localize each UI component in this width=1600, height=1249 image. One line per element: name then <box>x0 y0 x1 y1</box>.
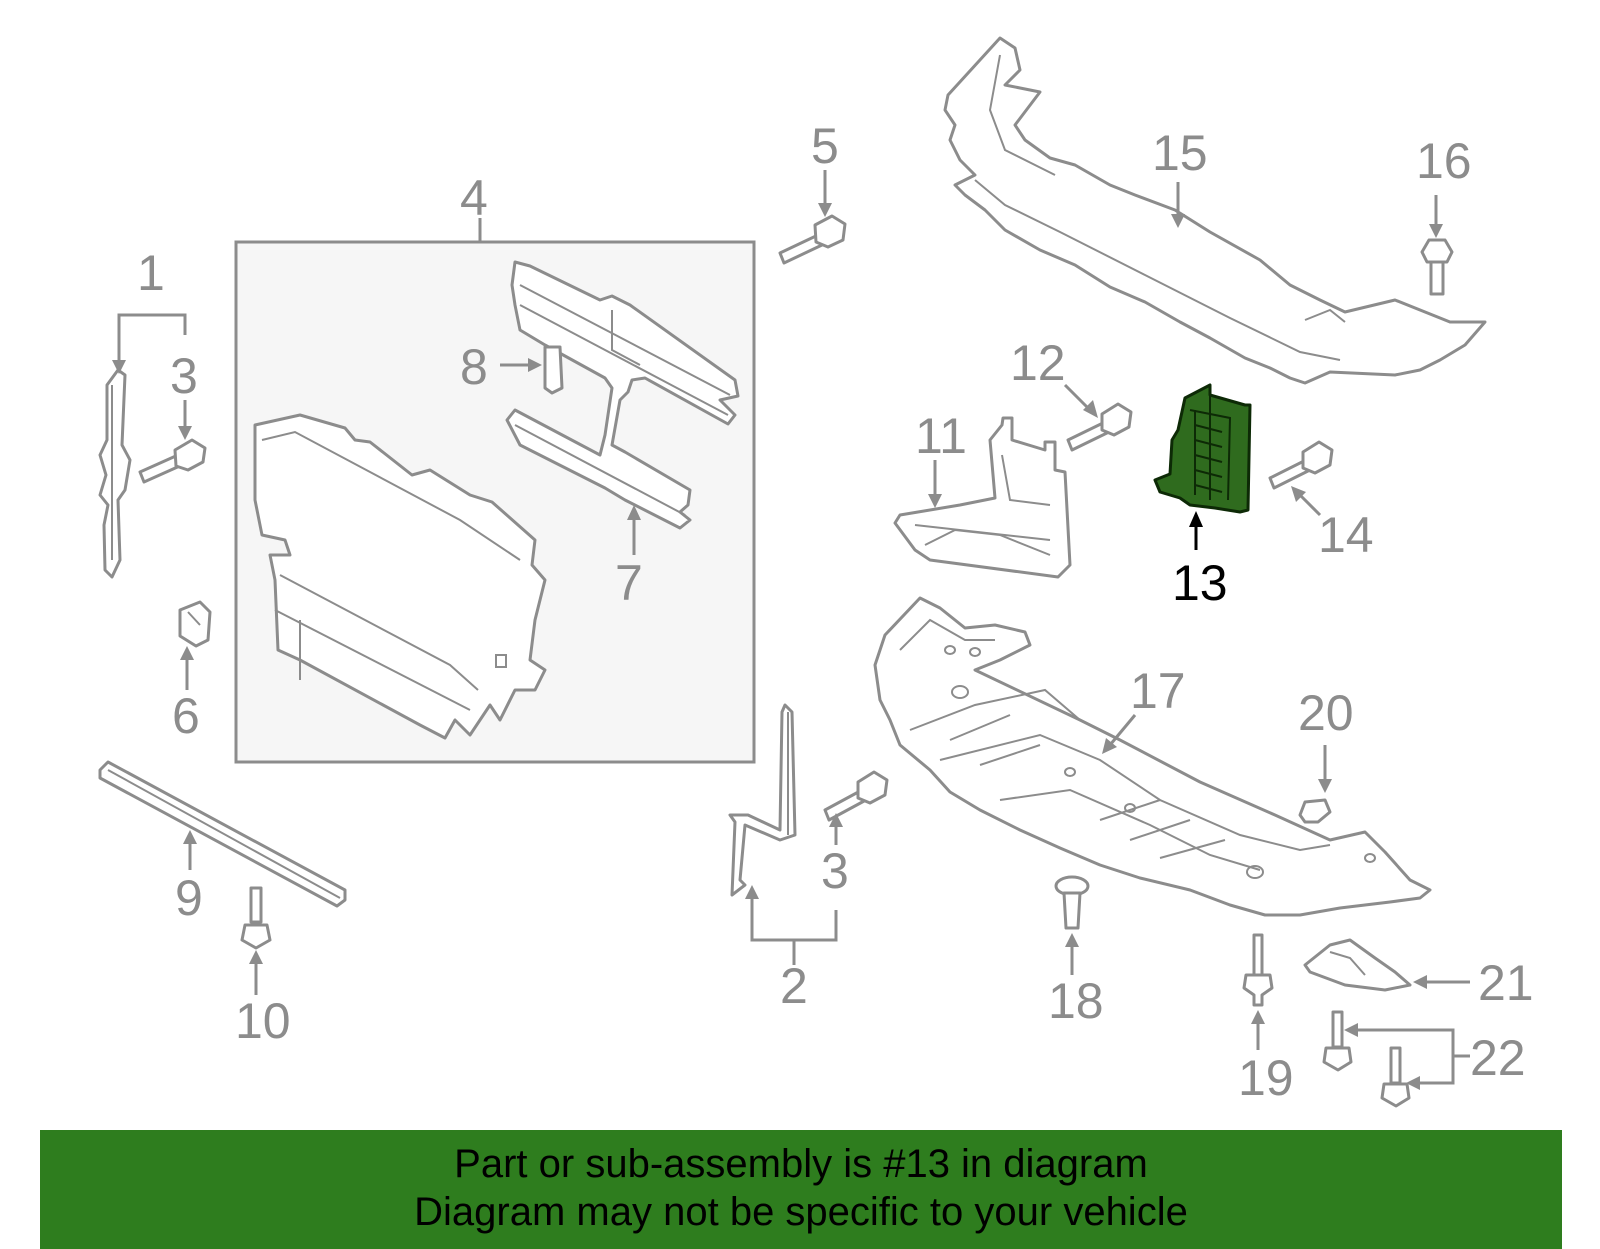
banner-line-2: Diagram may not be specific to your vehi… <box>414 1190 1188 1234</box>
part-radiator-air-deflector <box>253 413 547 740</box>
callout-12: 12 <box>1010 335 1066 391</box>
callout-10: 10 <box>235 993 291 1049</box>
part-2-side-bracket <box>728 703 797 897</box>
part-22-screws <box>1322 1010 1411 1108</box>
part-1-side-bracket <box>98 368 132 579</box>
part-20-clip <box>1298 798 1332 824</box>
part-15-reinforcement <box>943 36 1487 385</box>
part-10-screw <box>240 886 272 950</box>
part-5-bolt <box>778 214 847 265</box>
leader-17 <box>1108 714 1137 746</box>
part-13-air-deflector <box>1153 383 1252 514</box>
callout-19: 19 <box>1238 1050 1294 1106</box>
callout-1: 1 <box>137 245 165 301</box>
part-6-clip <box>178 600 212 648</box>
part-18-push-pin <box>1054 875 1090 930</box>
callout-18: 18 <box>1048 973 1104 1029</box>
callout-22: 22 <box>1470 1030 1526 1086</box>
part-11-air-guide <box>893 416 1072 579</box>
part-12-bolt <box>1066 402 1133 452</box>
callout-14: 14 <box>1318 507 1374 563</box>
callout-17: 17 <box>1130 663 1186 719</box>
callout-20: 20 <box>1298 685 1354 741</box>
info-banner: Part or sub-assembly is #13 in diagram D… <box>40 1130 1562 1249</box>
part-21-deflector <box>1303 938 1412 992</box>
banner-line-1: Part or sub-assembly is #13 in diagram <box>454 1142 1148 1186</box>
part-3-bolt-upper <box>138 438 207 484</box>
part-17-splash-shield <box>873 596 1432 917</box>
callout-3b: 3 <box>821 843 849 899</box>
callout-6: 6 <box>172 688 200 744</box>
part-7-shutter <box>505 260 740 530</box>
leader-14 <box>1298 493 1322 517</box>
callout-8: 8 <box>460 339 488 395</box>
callout-21: 21 <box>1478 955 1534 1011</box>
callout-3a: 3 <box>170 348 198 404</box>
callout-13: 13 <box>1172 555 1228 611</box>
callout-2: 2 <box>780 958 808 1014</box>
part-8-bracket <box>543 345 564 395</box>
leader-2 <box>750 893 838 942</box>
callout-16: 16 <box>1416 133 1472 189</box>
part-14-bolt <box>1268 440 1334 490</box>
part-16-bolt <box>1420 238 1454 296</box>
callout-4: 4 <box>460 170 488 226</box>
leader-1 <box>117 313 187 370</box>
callout-11: 11 <box>915 408 967 464</box>
part-19-rivet <box>1242 933 1274 1007</box>
callout-7: 7 <box>615 555 643 611</box>
callout-15: 15 <box>1152 125 1208 181</box>
callout-9: 9 <box>175 870 203 926</box>
callout-5: 5 <box>811 118 839 174</box>
leader-12 <box>1063 383 1092 412</box>
leader-22 <box>1352 1028 1455 1085</box>
part-3-bolt-lower <box>823 770 889 822</box>
part-9-seal <box>98 760 347 908</box>
